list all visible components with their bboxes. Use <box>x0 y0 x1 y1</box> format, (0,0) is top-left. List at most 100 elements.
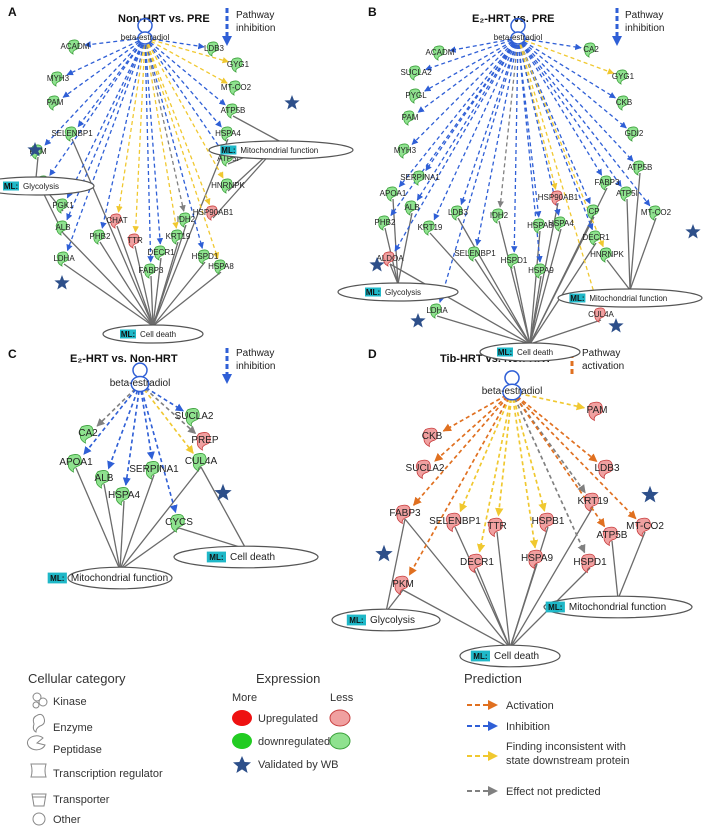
gene-node: CKB <box>616 95 632 111</box>
gene-shape-icon <box>599 175 612 191</box>
ml-tag: ML: <box>548 603 562 612</box>
gene-shape-icon <box>450 205 463 221</box>
relation-edge <box>457 217 531 345</box>
relation-edge <box>119 527 180 571</box>
gene-label: GDI2 <box>625 129 644 138</box>
prediction-edge <box>416 37 519 201</box>
gene-label: ALB <box>95 473 114 484</box>
gene-label: DECR1 <box>582 233 610 242</box>
relation-edge <box>476 567 511 649</box>
prediction-title: Prediction <box>464 671 522 686</box>
prediction-edge <box>425 37 519 172</box>
gene-shape-icon <box>145 461 160 480</box>
edges <box>384 37 657 345</box>
ml-node: ML:Glycolysis <box>337 282 459 302</box>
prediction-edge <box>517 37 561 216</box>
prediction-edge <box>398 37 519 188</box>
ml-label: Glycolysis <box>370 615 415 626</box>
gene-shape-icon <box>228 80 241 96</box>
gene-node: PHB2 <box>90 229 111 245</box>
relation-edge <box>389 263 531 345</box>
gene-label: DECR1 <box>460 557 494 568</box>
ml-tag: ML: <box>473 652 487 661</box>
category-kinase: Kinase <box>53 696 87 708</box>
relation-edge <box>529 202 559 345</box>
ml-node: ML:Cell death <box>479 342 581 362</box>
ml-label: Cell death <box>230 552 275 563</box>
expression-title: Expression <box>256 671 320 686</box>
gene-node: MYH3 <box>394 143 417 159</box>
gene-shape-icon <box>47 95 60 111</box>
gene-node: SELENBP1 <box>51 126 93 142</box>
pathway-arrow-head <box>222 36 232 46</box>
gene-node: LDB3 <box>594 459 620 480</box>
category-transporter: Transporter <box>53 794 110 806</box>
gene-label: IDH2 <box>490 211 509 220</box>
gene-node: ATP5I <box>616 186 638 202</box>
gene-shape-icon <box>395 504 411 525</box>
gene-label: LDHA <box>426 306 448 315</box>
pathway-legend-line1: Pathway <box>582 348 620 359</box>
downregulated-weak-swatch <box>329 732 351 750</box>
relation-edge <box>429 232 531 345</box>
gene-node: PGK1 <box>52 198 74 214</box>
gene-label: HSPA9 <box>528 266 554 275</box>
hub-node: beta-estradiol <box>121 17 169 45</box>
relation-edge <box>200 466 247 550</box>
gene-node: DECR1 <box>582 230 610 246</box>
gene-node: CUL4A <box>588 307 615 323</box>
gene-label: LDB3 <box>594 463 619 474</box>
gene-shape-icon <box>385 186 398 202</box>
gene-shape-icon <box>95 470 110 489</box>
gene-node: GYG1 <box>227 57 250 73</box>
gene-shape-icon <box>532 218 545 234</box>
gene-shape-icon <box>185 408 200 427</box>
prediction-edge <box>144 37 154 263</box>
gene-label: HSP90AB1 <box>538 193 579 202</box>
gene-label: CA2 <box>78 428 98 439</box>
gene-node: PKM <box>392 575 414 596</box>
prediction-edge <box>434 391 513 462</box>
gene-label: LDB3 <box>204 44 225 53</box>
relation-edge <box>617 531 646 600</box>
gene-label: PHB2 <box>375 218 396 227</box>
prediction-edge <box>122 383 141 486</box>
gene-shape-icon <box>553 216 566 232</box>
gene-node: CYCS <box>165 514 193 533</box>
relation-edge <box>119 474 155 571</box>
prediction-edge <box>442 391 513 432</box>
relation-edge <box>103 483 121 571</box>
gene-shape-icon <box>415 459 431 480</box>
gene-label: FABP3 <box>139 266 164 275</box>
gene-node: LDHA <box>53 251 75 267</box>
gene-shape-icon <box>170 229 183 245</box>
relation-edge <box>454 526 511 649</box>
validated-star-icon <box>685 224 701 239</box>
pathway-arrow-head <box>222 374 232 384</box>
gene-label: ATP5B <box>221 106 246 115</box>
pathway-legend-line2: activation <box>582 361 624 372</box>
gene-shape-icon <box>56 251 69 267</box>
gene-label: HSPB1 <box>532 516 565 527</box>
gene-node: CKB <box>422 427 443 448</box>
relation-edge <box>99 241 154 327</box>
prediction-edge <box>96 383 141 427</box>
gene-node: HSPA9 <box>521 549 553 570</box>
prediction-edge <box>517 37 616 99</box>
gene-shape-icon <box>467 553 483 574</box>
gene-shape-icon <box>597 459 613 480</box>
gene-shape-icon <box>533 263 546 279</box>
gene-label: CUL4A <box>588 310 614 319</box>
prediction-edge <box>100 37 146 229</box>
prediction-edge <box>66 37 146 76</box>
gene-node: TTR <box>487 517 507 538</box>
prediction-edge <box>144 37 211 206</box>
gene-shape-icon <box>467 246 480 262</box>
gene-shape-icon <box>615 69 628 85</box>
prediction-edge <box>107 383 141 470</box>
gene-shape-icon <box>397 143 410 159</box>
relation-edge <box>232 115 282 143</box>
gene-label: HSPA4 <box>215 129 241 138</box>
gene-shape-icon <box>377 215 390 231</box>
